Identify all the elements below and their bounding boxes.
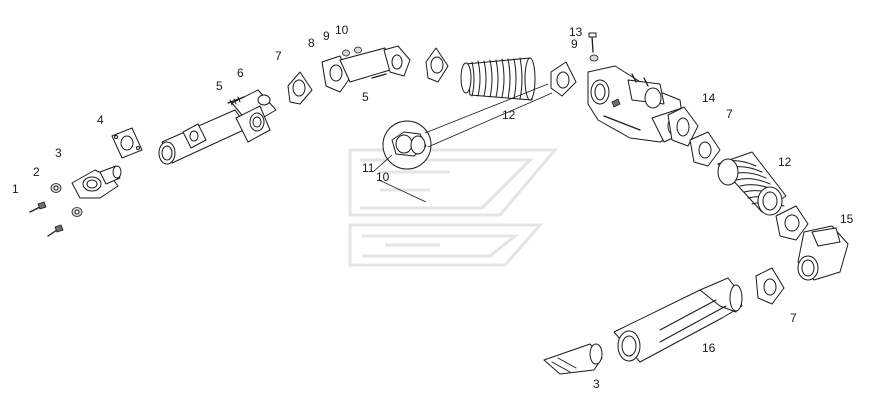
callout-13: 13 (569, 25, 583, 39)
gasket-part-7 (287, 71, 313, 105)
callout-4: 4 (97, 113, 104, 127)
callout-2: 2 (33, 165, 40, 179)
callout-3: 3 (55, 146, 62, 160)
callout-15: 15 (840, 212, 854, 226)
stud-part-5 (227, 96, 245, 106)
bellows-part-12-b (717, 151, 787, 216)
gasket-mid (425, 47, 449, 83)
callout-5-b: 5 (362, 90, 369, 104)
callout-3-b: 3 (593, 377, 600, 391)
gasket-part-7-c (689, 131, 721, 167)
gasket-part-7-b (667, 106, 699, 147)
callout-16: 16 (702, 341, 716, 355)
callout-8: 8 (308, 36, 315, 50)
callout-11: 11 (362, 161, 375, 175)
bolt-part-13 (588, 32, 599, 62)
flange-elbow-part-3 (71, 165, 122, 199)
flange-elbow-part-15 (797, 225, 849, 281)
gasket-part-4 (111, 127, 143, 159)
callout-7-b: 7 (726, 107, 733, 121)
pipe-assembly-part-6 (158, 89, 277, 165)
callout-14: 14 (702, 91, 716, 105)
bolt-part-1 (29, 201, 64, 237)
callout-6: 6 (237, 66, 244, 80)
gasket-upper-right (550, 61, 577, 97)
callout-12: 12 (502, 108, 516, 122)
gasket-part-7-d (755, 267, 785, 305)
callout-9-b: 9 (571, 37, 578, 51)
callout-7-c: 7 (790, 311, 797, 325)
callout-1: 1 (12, 182, 19, 196)
bellows-part-12-a (460, 57, 536, 101)
callout-5: 5 (216, 79, 223, 93)
callout-12-b: 12 (778, 155, 792, 169)
tail-tip-part-3 (543, 343, 603, 375)
watermark-logo (348, 148, 559, 267)
detail-nut-magnifier (382, 83, 553, 170)
callout-leaders (373, 154, 427, 203)
callout-10: 10 (335, 23, 349, 37)
tail-pipe-part-16 (613, 277, 743, 363)
nut-part-2 (50, 183, 83, 217)
callout-9: 9 (323, 29, 330, 43)
callout-7: 7 (275, 49, 282, 63)
elbow-flange-part-8 (321, 45, 411, 93)
gasket-lower-right (775, 205, 809, 241)
callout-labels: 1 2 3 4 5 6 7 8 9 10 5 12 11 10 13 9 14 … (12, 23, 854, 391)
